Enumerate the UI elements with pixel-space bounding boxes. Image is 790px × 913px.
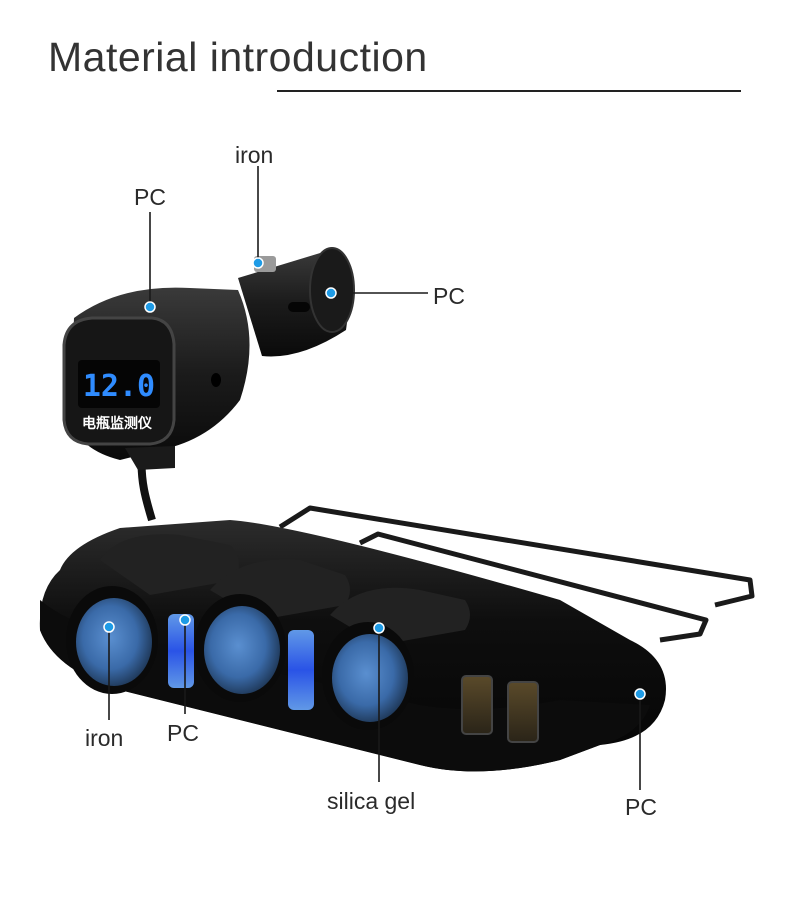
callout-led-window-label: PC	[167, 720, 199, 746]
callout-markers	[103, 257, 646, 700]
voltage-readout: 12.0	[83, 369, 155, 404]
callout-socket-rim-label: silica gel	[327, 788, 416, 814]
title-underline	[277, 90, 741, 92]
callout-plug-body-label: PC	[134, 184, 166, 210]
callout-socket-inner-label: iron	[85, 725, 124, 751]
callout-plug-top-label: iron	[235, 142, 274, 168]
leader-lines	[108, 166, 641, 790]
callout-plug-side-label: PC	[433, 283, 465, 309]
page-title: Material introduction	[48, 34, 428, 80]
car-plug: 12.0 电瓶监测仪	[62, 247, 355, 470]
display-caption: 电瓶监测仪	[82, 415, 153, 432]
wire-bracket	[278, 505, 755, 643]
callout-hub-shell-label: PC	[625, 794, 657, 820]
power-hub	[39, 520, 667, 772]
